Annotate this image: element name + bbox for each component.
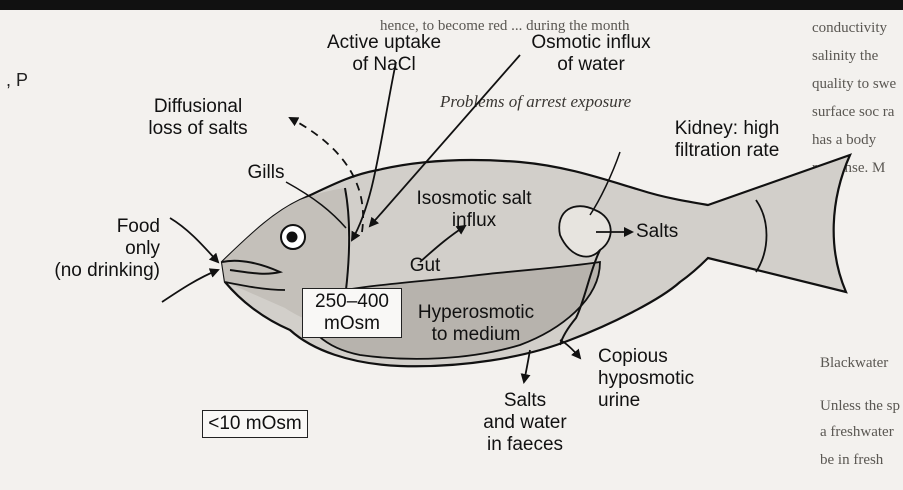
label-copious-urine-line-2: hyposmotic [598,368,708,390]
label-external-osmolarity: <10 mOsm [202,410,308,438]
label-internal-osmolarity-line-2: mOsm [303,313,401,335]
label-food-line-2: only [14,238,160,260]
label-active-uptake-line-1: Active uptake [314,32,454,54]
label-active-uptake: Active uptake of NaCl [314,32,454,76]
label-diffusional-loss-line-2: loss of salts [128,118,268,140]
label-faeces-line-1: Salts [460,390,590,412]
label-kidney-line-2: filtration rate [662,140,792,162]
label-active-uptake-line-2: of NaCl [314,54,454,76]
arrow-food-in-2 [162,270,218,302]
label-faeces-line-2: and water [460,412,590,434]
label-hyperosmotic: Hyperosmotic to medium [404,302,548,346]
label-gut: Gut [400,255,450,277]
label-salts-out: Salts [636,221,696,243]
label-food: Food only (no drinking) [14,216,160,282]
label-osmotic-influx: Osmotic influx of water [506,32,676,76]
label-diffusional-loss-line-1: Diffusional [128,96,268,118]
label-isosmotic-line-2: influx [404,210,544,232]
label-isosmotic-line-1: Isosmotic salt [404,188,544,210]
label-copious-urine-line-3: urine [598,390,708,412]
label-hyperosmotic-line-1: Hyperosmotic [404,302,548,324]
label-internal-osmolarity: 250–400 mOsm [302,288,402,338]
label-kidney: Kidney: high filtration rate [662,118,792,162]
label-food-line-1: Food [14,216,160,238]
label-faeces: Salts and water in faeces [460,390,590,456]
label-hyperosmotic-line-2: to medium [404,324,548,346]
label-gills: Gills [236,162,296,184]
label-osmotic-influx-line-2: of water [506,54,676,76]
label-faeces-line-3: in faeces [460,434,590,456]
label-kidney-line-1: Kidney: high [662,118,792,140]
label-copious-urine: Copious hyposmotic urine [598,346,708,412]
label-diffusional-loss: Diffusional loss of salts [128,96,268,140]
arrow-food-in-1 [170,218,218,262]
label-isosmotic: Isosmotic salt influx [404,188,544,232]
arrow-urine [560,340,580,358]
label-copious-urine-line-1: Copious [598,346,708,368]
label-food-line-3: (no drinking) [14,260,160,282]
label-osmotic-influx-line-1: Osmotic influx [506,32,676,54]
label-internal-osmolarity-line-1: 250–400 [303,291,401,313]
